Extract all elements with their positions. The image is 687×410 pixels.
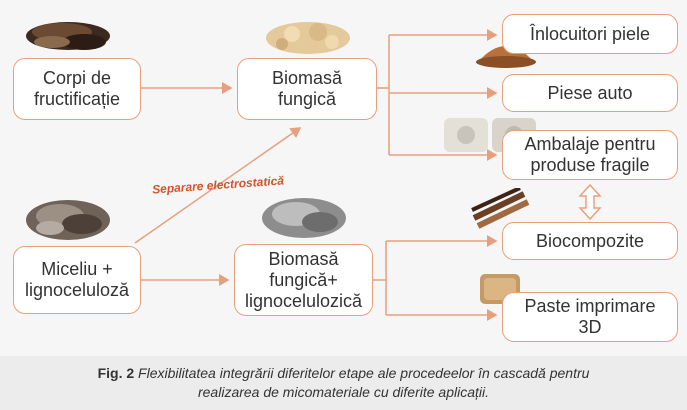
arrow-miceliu-biomasa: [134, 127, 302, 244]
composite-photo: [471, 188, 530, 229]
mushroom-photo: [26, 22, 110, 50]
box-label-line: Biomasă: [268, 248, 339, 269]
figure-caption: Fig. 2 Flexibilitatea integrării diferit…: [0, 356, 687, 410]
box-label-line: Biomasă: [271, 68, 343, 88]
box-label-line: fructificație: [33, 89, 121, 109]
box-label-line: 3D: [578, 317, 602, 337]
caption-fig-number: Fig. 2: [97, 365, 135, 381]
ligno-biomass-photo: [262, 198, 346, 238]
box-label-line: Piese auto: [547, 82, 633, 103]
caption-line-1: Flexibilitatea integrării diferitelor et…: [138, 365, 590, 381]
box-label-line: lignocelulozică: [244, 290, 363, 311]
connector-arrows: [134, 29, 602, 321]
box-label-line: produse fragile: [530, 155, 650, 175]
box-label-line: Paste imprimare: [524, 296, 656, 316]
box-label-line: lignoceluloză: [24, 280, 130, 300]
box-label-line: fungică+: [269, 269, 338, 290]
box-miceliu-lignoceluloza: Miceliu +lignoceluloză: [13, 246, 141, 314]
box-label-line: Corpi de: [42, 68, 112, 88]
box-label-line: fungică: [277, 89, 337, 109]
box-inlocuitori-piele: Înlocuitori piele: [502, 14, 678, 54]
box-piese-auto: Piese auto: [502, 74, 678, 112]
biomass-photo: [266, 22, 350, 54]
box-label-line: Înlocuitori piele: [529, 23, 651, 44]
box-label-line: Miceliu +: [41, 259, 113, 279]
box-label-line: Ambalaje pentru: [524, 134, 656, 154]
double-arrow-icon: [578, 183, 602, 221]
caption-line-2: realizarea de micomateriale cu diferite …: [197, 384, 490, 400]
box-biocompozite: Biocompozite: [502, 222, 678, 260]
mycelium-photo: [26, 200, 110, 240]
box-label-line: Biocompozite: [535, 230, 645, 251]
